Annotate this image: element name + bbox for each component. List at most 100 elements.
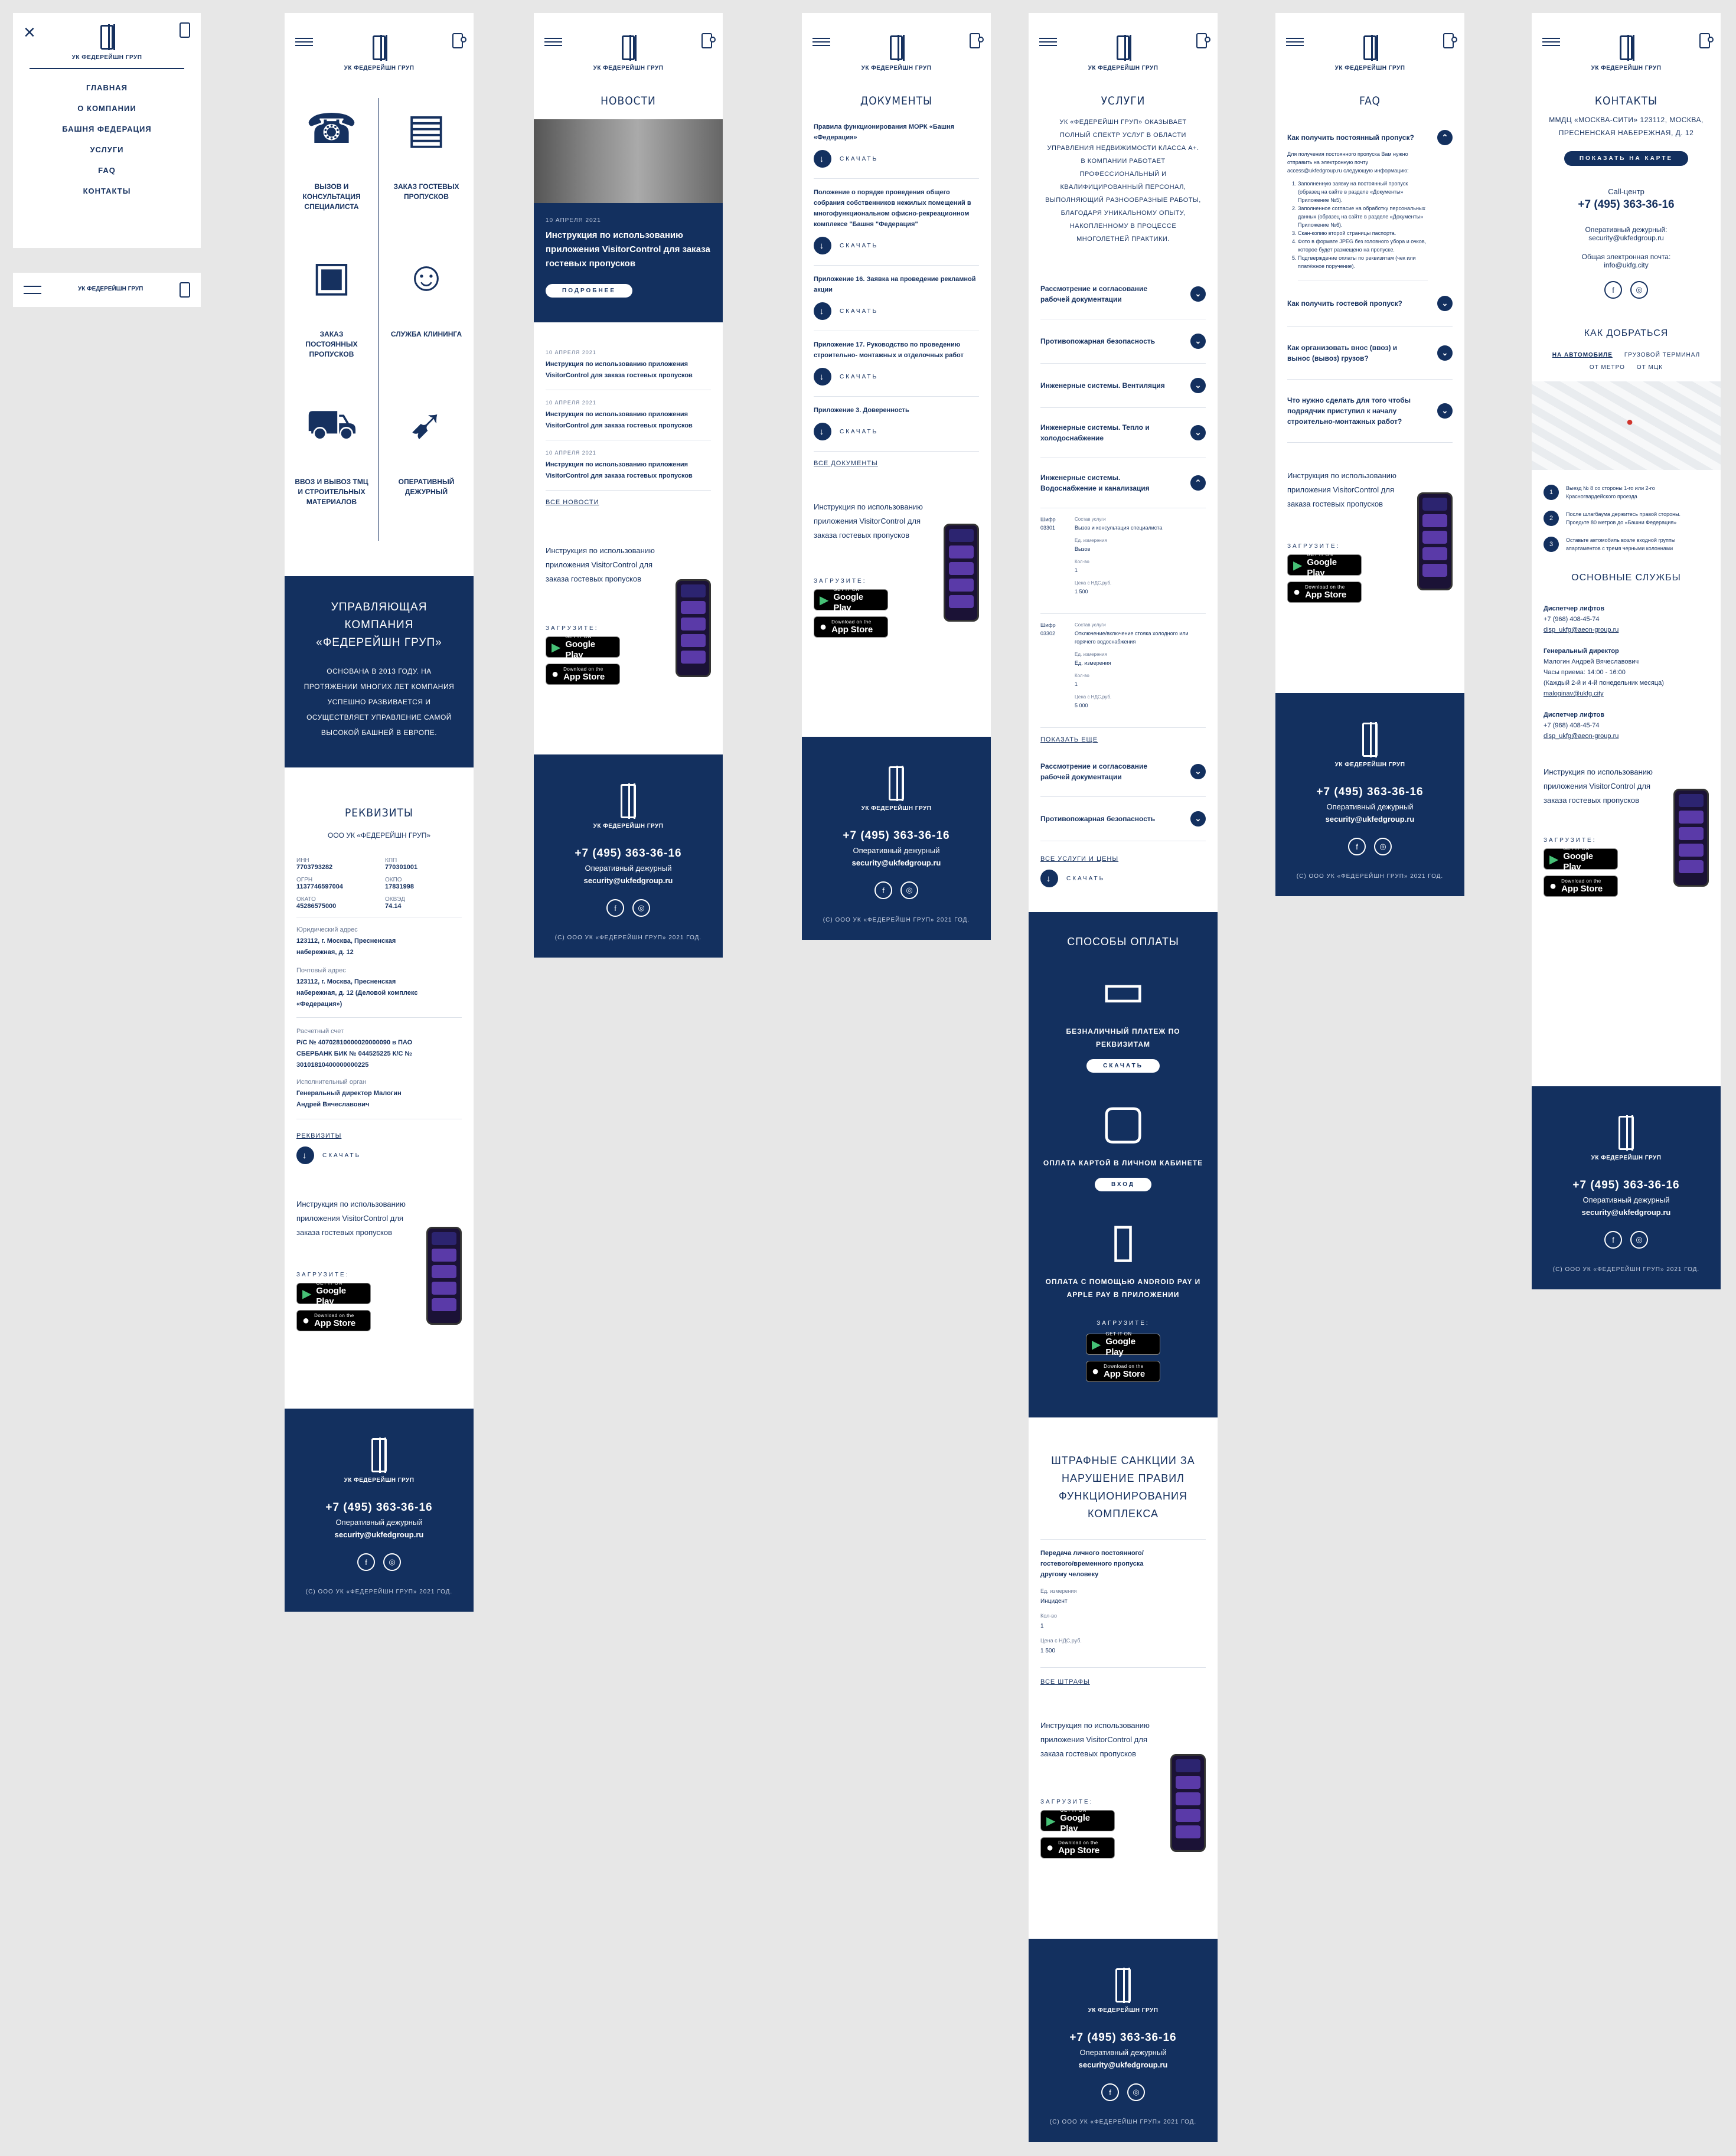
- faq-item[interactable]: Как получить гостевой пропуск?⌄: [1287, 280, 1453, 327]
- faq-item-open[interactable]: Как получить постоянный пропуск?⌃: [1287, 118, 1453, 150]
- logo[interactable]: УК ФЕДЕРЕЙШН ГРУП: [569, 35, 687, 71]
- phone-icon[interactable]: [970, 33, 984, 48]
- service-accordion[interactable]: Противопожарная безопасность⌄: [1040, 319, 1206, 364]
- logo-icon[interactable]: [1115, 1968, 1131, 2003]
- faq-item[interactable]: Как организовать внос (ввоз) и вынос (вы…: [1287, 327, 1453, 380]
- duty-email[interactable]: security@ukfedgroup.ru: [1588, 234, 1664, 242]
- faq-item[interactable]: Что нужно сделать для того чтобы подрядч…: [1287, 380, 1453, 443]
- service-tile[interactable]: ☺СЛУЖБА КЛИНИНГА: [379, 246, 474, 393]
- service-tile[interactable]: ☎ВЫЗОВ И КОНСУЛЬТАЦИЯ СПЕЦИАЛИСТА: [285, 98, 379, 246]
- service-contact-line[interactable]: maloginav@ukfg.city: [1544, 690, 1604, 697]
- all-services-link[interactable]: ВСЕ УСЛУГИ И ЦЕНЫ: [1040, 855, 1119, 863]
- footer-phone[interactable]: +7 (495) 363-36-16: [843, 829, 950, 842]
- instagram-icon[interactable]: ◎: [1127, 2083, 1145, 2101]
- burger-icon[interactable]: [295, 38, 313, 46]
- phone-icon[interactable]: [1443, 33, 1457, 48]
- requisites-download[interactable]: ↓СКАЧАТЬ: [296, 1146, 462, 1164]
- phone-icon[interactable]: [180, 22, 190, 38]
- instagram-icon[interactable]: ◎: [1630, 1231, 1648, 1249]
- service-accordion[interactable]: Инженерные системы. Тепло и холодоснабже…: [1040, 408, 1206, 458]
- service-tile[interactable]: ▤ЗАКАЗ ГОСТЕВЫХ ПРОПУСКОВ: [379, 98, 474, 246]
- menu-item[interactable]: FAQ: [98, 166, 116, 175]
- instagram-icon[interactable]: ◎: [632, 899, 650, 917]
- show-more-link[interactable]: ПОКАЗАТЬ ЕЩЕ: [1040, 736, 1098, 743]
- burger-icon[interactable]: [1542, 38, 1560, 46]
- menu-item[interactable]: БАШНЯ ФЕДЕРАЦИЯ: [62, 125, 152, 133]
- phone-icon[interactable]: [180, 282, 190, 298]
- logo[interactable]: УК ФЕДЕРЕЙШН ГРУП: [1567, 35, 1685, 71]
- footer-email[interactable]: security@ukfedgroup.ru: [851, 858, 941, 867]
- logo[interactable]: УК ФЕДЕРЕЙШН ГРУП: [1311, 35, 1429, 71]
- phone-icon[interactable]: [1699, 33, 1714, 48]
- document-download[interactable]: ↓СКАЧАТЬ: [814, 302, 979, 320]
- service-contact-line[interactable]: disp_ukfg@aeon-group.ru: [1544, 626, 1619, 633]
- service-contact-line[interactable]: disp_ukfg@aeon-group.ru: [1544, 733, 1619, 740]
- instagram-icon[interactable]: ◎: [1630, 281, 1648, 299]
- phone-icon[interactable]: [452, 33, 466, 48]
- service-accordion[interactable]: Рассмотрение и согласование рабочей доку…: [1040, 747, 1206, 797]
- logo[interactable]: УК ФЕДЕРЕЙШН ГРУП: [1064, 35, 1182, 71]
- burger-icon[interactable]: [1286, 38, 1304, 46]
- menu-item[interactable]: ГЛАВНАЯ: [86, 83, 128, 92]
- document-download[interactable]: ↓СКАЧАТЬ: [814, 368, 979, 386]
- burger-icon[interactable]: [24, 286, 41, 294]
- footer-email[interactable]: security@ukfedgroup.ru: [334, 1530, 424, 1539]
- more-button[interactable]: ПОДРОБНЕЕ: [546, 284, 633, 298]
- close-icon[interactable]: ×: [24, 21, 35, 44]
- logo-icon[interactable]: [100, 24, 115, 50]
- instagram-icon[interactable]: ◎: [900, 881, 918, 899]
- document-download[interactable]: ↓СКАЧАТЬ: [814, 237, 979, 254]
- footer-phone[interactable]: +7 (495) 363-36-16: [1069, 2031, 1177, 2044]
- footer-email[interactable]: security@ukfedgroup.ru: [1078, 2060, 1168, 2069]
- footer-phone[interactable]: +7 (495) 363-36-16: [575, 847, 682, 860]
- logo-icon[interactable]: [1618, 1115, 1634, 1151]
- menu-item[interactable]: О КОМПАНИИ: [77, 104, 136, 113]
- payment-button[interactable]: ВХОД: [1094, 1178, 1152, 1191]
- document-download[interactable]: ↓СКАЧАТЬ: [814, 150, 979, 168]
- footer-phone[interactable]: +7 (495) 363-36-16: [325, 1501, 433, 1514]
- featured-news[interactable]: 10 АПРЕЛЯ 2021 Инструкция по использован…: [534, 203, 723, 322]
- service-accordion[interactable]: Рассмотрение и согласование рабочей доку…: [1040, 269, 1206, 319]
- instagram-icon[interactable]: ◎: [1374, 838, 1392, 855]
- instagram-icon[interactable]: ◎: [383, 1553, 401, 1571]
- service-tile[interactable]: ▣ЗАКАЗ ПОСТОЯННЫХ ПРОПУСКОВ: [285, 246, 379, 393]
- document-download[interactable]: ↓СКАЧАТЬ: [814, 423, 979, 440]
- facebook-icon[interactable]: f: [1348, 838, 1366, 855]
- route-tab[interactable]: ГРУЗОВОЙ ТЕРМИНАЛ: [1624, 352, 1701, 358]
- facebook-icon[interactable]: f: [1604, 1231, 1622, 1249]
- service-accordion[interactable]: Инженерные системы. Водоснабжение и кана…: [1040, 458, 1206, 508]
- general-email[interactable]: info@ukfg.city: [1604, 261, 1649, 269]
- all-fines-link[interactable]: ВСЕ ШТРАФЫ: [1040, 1678, 1090, 1685]
- footer-phone[interactable]: +7 (495) 363-36-16: [1316, 786, 1424, 798]
- facebook-icon[interactable]: f: [1101, 2083, 1119, 2101]
- logo[interactable]: УК ФЕДЕРЕЙШН ГРУП: [837, 35, 955, 71]
- phone-icon[interactable]: [701, 33, 716, 48]
- service-tile[interactable]: ➹ОПЕРАТИВНЫЙ ДЕЖУРНЫЙ: [379, 393, 474, 541]
- logo[interactable]: УК ФЕДЕРЕЙШН ГРУП: [320, 35, 438, 71]
- footer-email[interactable]: security@ukfedgroup.ru: [1325, 815, 1415, 824]
- logo-icon[interactable]: [1362, 722, 1378, 757]
- phone-icon[interactable]: [1196, 33, 1210, 48]
- show-map-button[interactable]: ПОКАЗАТЬ НА КАРТЕ: [1564, 151, 1689, 166]
- burger-icon[interactable]: [812, 38, 830, 46]
- all-docs-link[interactable]: ВСЕ ДОКУМЕНТЫ: [814, 460, 878, 467]
- callcenter-phone[interactable]: +7 (495) 363-36-16: [1578, 198, 1675, 211]
- services-download[interactable]: ↓СКАЧАТЬ: [1040, 870, 1206, 887]
- burger-icon[interactable]: [1039, 38, 1057, 46]
- map-image[interactable]: ●: [1532, 381, 1721, 470]
- service-accordion[interactable]: Инженерные системы. Вентиляция⌄: [1040, 364, 1206, 408]
